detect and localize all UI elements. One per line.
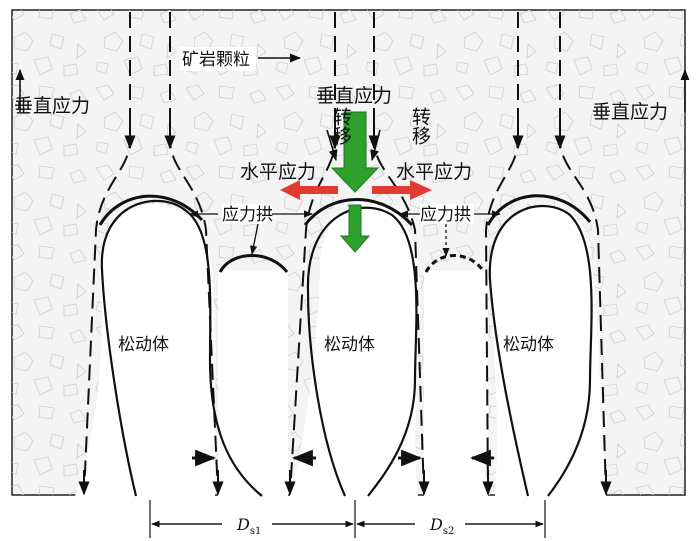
vertical-stress-label-right: 垂直应力 — [592, 101, 668, 123]
dimension-label-ds2: Ds2 — [429, 515, 454, 537]
green-arrow-down-main — [330, 111, 380, 193]
vertical-stress-label-left: 垂直应力 — [14, 95, 90, 117]
dimension-label-ds1: Ds1 — [236, 515, 261, 537]
loose-body-label-center: 松动体 — [324, 335, 375, 355]
red-arrow-right — [372, 180, 432, 200]
stress-arch-gap-right — [424, 254, 486, 273]
loose-body-label-left: 松动体 — [118, 335, 169, 355]
label-backgrounds — [180, 47, 474, 530]
horizontal-stress-label-left: 水平应力 — [240, 161, 316, 183]
flow-line-arrows — [78, 120, 612, 496]
green-arrow-down-arch — [339, 204, 371, 253]
dimension-lines — [149, 500, 546, 538]
red-arrow-left — [280, 180, 338, 200]
dim-2-sub: s2 — [443, 526, 455, 537]
stress-arch-gap-left — [218, 254, 289, 273]
transfer-arrow-left — [326, 129, 338, 162]
ore-particles-label: 矿岩颗粒 — [182, 50, 250, 70]
vertical-stress-label-center: 垂直应力 — [316, 85, 392, 107]
loose-body-label-right: 松动体 — [503, 335, 554, 355]
dim-1-main: D — [236, 515, 250, 534]
loose-body-left-outline — [100, 199, 263, 497]
loose-body-right-outline — [488, 204, 593, 497]
stress-arch-label-right: 应力拱 — [420, 205, 471, 225]
stress-arch-label-left: 应力拱 — [222, 205, 273, 225]
dim-1-sub: s1 — [250, 526, 262, 537]
horizontal-stress-label-right: 水平应力 — [396, 161, 472, 183]
dim-2-main: D — [429, 515, 443, 534]
transfer-arrow-right — [370, 129, 381, 162]
loose-body-center-outline — [306, 206, 418, 497]
stress-arch-over-left — [98, 194, 204, 226]
loose-body-outlines — [100, 199, 593, 497]
black-arrows — [15, 53, 690, 162]
